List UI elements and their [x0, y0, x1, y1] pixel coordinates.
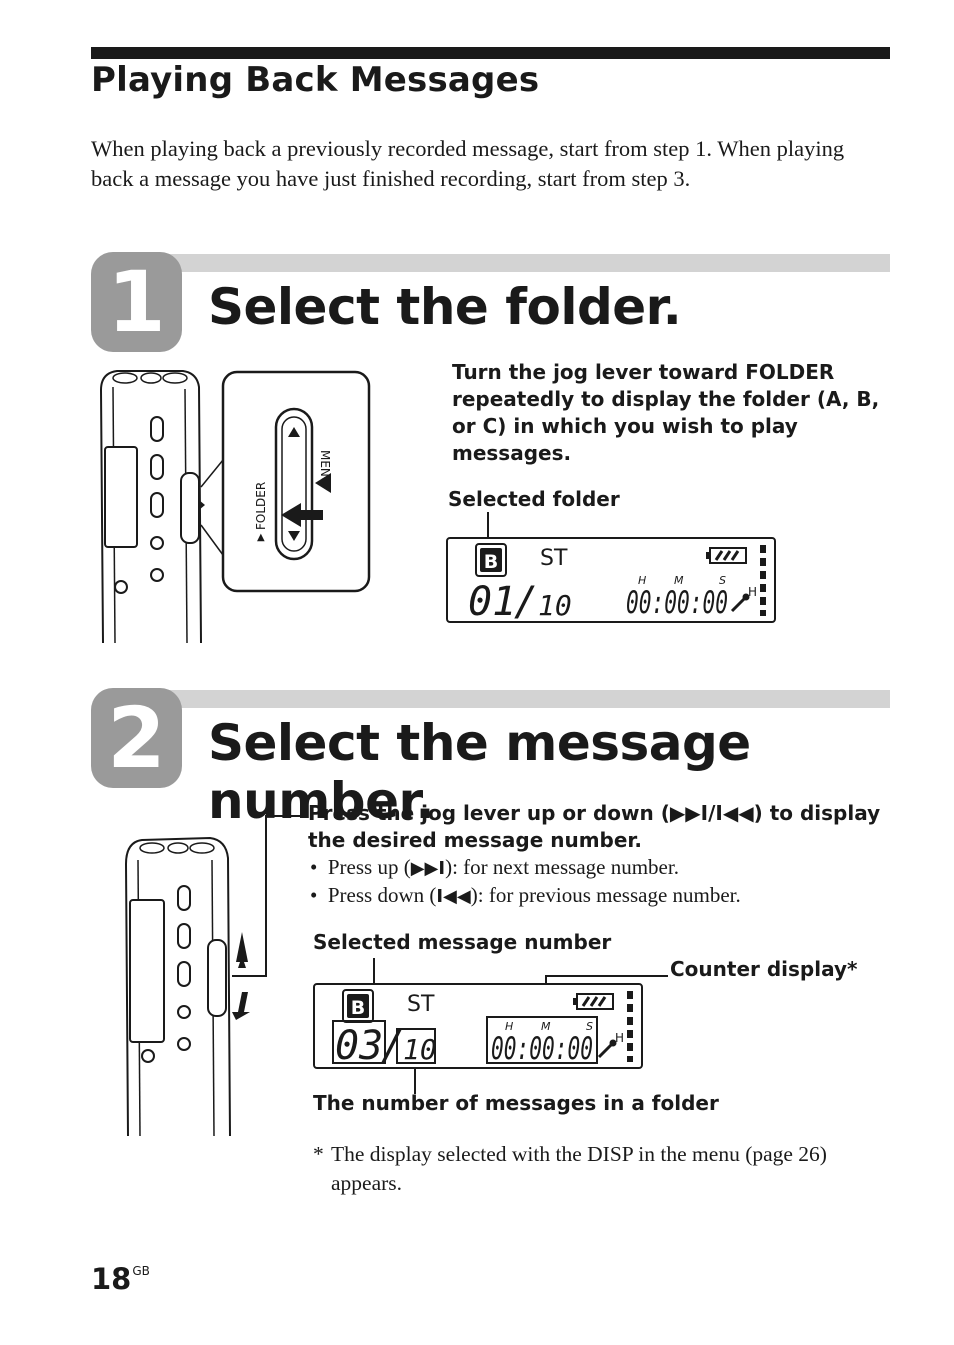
step-2-instruction-text-a: Press the jog lever up or down (: [308, 801, 670, 825]
lcd2-counter: 00:00:00: [491, 1031, 593, 1067]
lcd1-total: 10: [538, 589, 572, 621]
list-item: • Press up (▶▶I): for next message numbe…: [310, 855, 679, 879]
step-2-instruction-text-b: ) to display the desired message number.: [308, 801, 881, 852]
page-number-suffix: GB: [132, 1264, 150, 1278]
lcd2-mic-level: H: [615, 1031, 624, 1045]
lcd2-mode: ST: [407, 992, 435, 1017]
lcd2-m: M: [541, 1020, 551, 1033]
lcd1-s: S: [719, 574, 726, 587]
step-2-instruction: Press the jog lever up or down (▶▶I/I◀◀)…: [308, 800, 898, 854]
list-item: • Press down (I◀◀): for previous message…: [310, 883, 741, 907]
bullet-list: • Press up (▶▶I): for next message numbe…: [310, 854, 890, 910]
lcd1-counter: 00:00:00: [626, 585, 728, 621]
counter-display-callout: Counter display*: [670, 957, 858, 981]
lcd2-folder: B: [351, 997, 365, 1019]
footnote: * The display selected with the DISP in …: [313, 1140, 873, 1198]
recorder-illustration-message: [124, 836, 250, 1137]
intro-paragraph: When playing back a previously recorded …: [91, 136, 845, 191]
lcd1-message: 01: [468, 579, 516, 621]
lcd2-h: H: [505, 1020, 513, 1033]
step-1-title: Select the folder.: [208, 278, 682, 336]
lcd1-slash: /: [514, 579, 538, 621]
lcd1-mic-level: H: [748, 585, 757, 599]
skip-icons: ▶▶I/I◀◀: [669, 801, 754, 825]
footnote-mark: *: [313, 1142, 324, 1166]
folder-arrow-icon: ▲: [257, 532, 265, 543]
lcd-display-step2: B ST 03 / 10 H M S 00:00:00 H: [313, 983, 643, 1069]
selected-message-callout: Selected message number: [313, 930, 612, 954]
level-meter: [627, 991, 633, 1062]
menu-lever-label: MENU: [318, 450, 332, 486]
bullet-1-prefix: Press up (: [327, 855, 411, 879]
step-1-instruction: Turn the jog lever toward FOLDER repeate…: [452, 360, 880, 465]
lcd1-h: H: [638, 574, 646, 587]
lcd1-folder: B: [484, 551, 498, 573]
step-2-badge: 2: [91, 688, 182, 788]
bullet-1-suffix: ): for next message number.: [445, 855, 679, 879]
instruction-bracket: [232, 815, 300, 977]
lcd2-s: S: [586, 1020, 593, 1033]
recorder-illustration-folder: FOLDER ▲ MENU: [99, 370, 371, 644]
lcd2-slash: /: [381, 1023, 405, 1067]
section-title: Playing Back Messages: [91, 60, 540, 100]
lcd2-total: 10: [403, 1033, 437, 1066]
mic-icon: [730, 597, 746, 613]
prev-track-icon: I◀◀: [436, 886, 471, 907]
messages-in-folder-callout: The number of messages in a folder: [313, 1091, 719, 1115]
down-arrow-icon: [232, 992, 250, 1020]
page-number-value: 18: [91, 1262, 132, 1296]
lcd2-message: 03: [335, 1023, 383, 1067]
bullet-2-prefix: Press down (: [327, 883, 437, 907]
section-rule: [91, 47, 890, 59]
up-arrow-icon: [236, 932, 248, 968]
lcd1-mode: ST: [540, 546, 568, 571]
footnote-text: The display selected with the DISP in th…: [331, 1142, 827, 1195]
step-1-band: [160, 254, 890, 272]
page-number: 18GB: [91, 1262, 150, 1296]
level-meter: [760, 545, 766, 616]
lcd1-m: M: [674, 574, 684, 587]
selected-folder-callout: Selected folder: [448, 487, 620, 511]
step-2-title: Select the message number.: [208, 714, 751, 830]
step-1-badge: 1: [91, 252, 182, 352]
step-2-band: [160, 690, 890, 708]
next-track-icon: ▶▶I: [410, 858, 446, 879]
folder-lever-label: FOLDER: [254, 482, 268, 530]
bullet-2-suffix: ): for previous message number.: [470, 883, 741, 907]
mic-icon: [597, 1043, 613, 1059]
lcd-display-step1: B ST 01 / 10 H M S 00:00:00 H: [446, 537, 776, 623]
